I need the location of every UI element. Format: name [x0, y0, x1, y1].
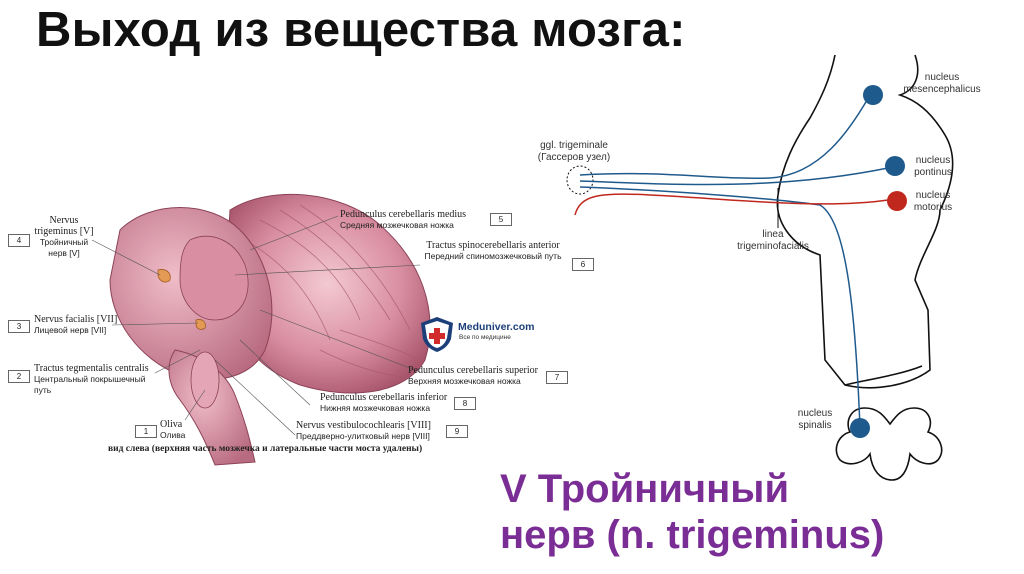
label-latin: Pedunculus cerebellaris medius	[340, 209, 467, 220]
label-latin: Tractus tegmentalis centralis	[34, 363, 149, 374]
label-russian: Преддверно-улитковый нерв [VIII]	[296, 431, 430, 441]
watermark-name: Meduniver.com	[458, 321, 535, 333]
label-ped-inferior: Pedunculus cerebellaris inferior Нижняя …	[320, 392, 447, 414]
nucleus-spinalis-dot	[850, 418, 870, 438]
label-latin: Nervus facialis [VII]	[34, 314, 118, 325]
label-number: 8	[454, 397, 476, 410]
label-russian: Лицевой нерв [VII]	[34, 325, 107, 335]
label-tegmentalis: Tractus tegmentalis centralis Центральны…	[34, 363, 159, 396]
label-spinalis: nucleus spinalis	[797, 408, 833, 431]
nucleus-pontinus-dot	[885, 156, 905, 176]
brainstem-illustration	[91, 193, 431, 466]
slide-title: Выход из вещества мозга:	[36, 3, 686, 57]
label-linea: linea trigeminofacialis	[737, 229, 809, 252]
label-latin: Oliva	[160, 419, 183, 430]
label-trigeminus: Nervus trigeminus [V] Тройничный нерв [V…	[34, 215, 94, 259]
label-russian: Тройничный нерв [V]	[39, 237, 89, 258]
label-latin: Pedunculus cerebellaris inferior	[320, 392, 448, 403]
label-russian: Верхняя мозжечковая ножка	[408, 376, 521, 386]
meduniver-shield-icon	[421, 317, 453, 352]
trigeminal-nuclei-schema	[566, 54, 954, 481]
label-russian: Нижняя мозжечковая ножка	[320, 403, 431, 413]
label-number: 9	[446, 425, 468, 438]
label-number: 4	[8, 234, 30, 247]
medulla-shape	[168, 349, 256, 466]
figure-caption: вид слева (верхняя часть мозжечка и лате…	[108, 444, 423, 454]
label-pontinus: nucleus pontinus	[914, 155, 952, 178]
watermark-tagline: Все по медицине	[459, 334, 511, 341]
label-vestibulocochlearis: Nervus vestibulocochlearis [VIII] Преддв…	[296, 420, 431, 442]
label-russian: Центральный покрышечный путь	[34, 374, 146, 395]
nucleus-motorius-dot	[887, 191, 907, 211]
label-oliva: Oliva Олива	[160, 419, 185, 441]
label-ganglion: ggl. trigeminale (Гассеров узел)	[537, 140, 611, 163]
label-russian: Передний спиномозжечковый путь	[424, 251, 562, 261]
ganglion-trigeminale	[566, 165, 594, 195]
label-number: 2	[8, 370, 30, 383]
label-number: 5	[490, 213, 512, 226]
brainstem-outline	[776, 54, 954, 389]
label-spinocerebellaris: Tractus spinocerebellaris anterior Перед…	[418, 240, 568, 262]
label-latin: Nervus vestibulocochlearis [VIII]	[296, 420, 431, 431]
label-russian: Олива	[160, 430, 186, 440]
nerve-title: V Тройничный нерв (n. trigeminus)	[500, 466, 884, 558]
nucleus-mesencephalicus-dot	[863, 85, 883, 105]
label-russian: Средняя мозжечковая ножка	[340, 220, 454, 230]
label-number: 3	[8, 320, 30, 333]
label-latin: Pedunculus cerebellaris superior	[408, 365, 538, 376]
nerve-title-line1: V Тройничный	[500, 467, 790, 511]
label-latin: Nervus trigeminus [V]	[34, 215, 94, 237]
label-facialis: Nervus facialis [VII] Лицевой нерв [VII]	[34, 314, 117, 336]
label-motorius: nucleus motorius	[913, 190, 953, 213]
spinal-cord-outline	[835, 407, 943, 481]
label-latin: Tractus spinocerebellaris anterior	[426, 240, 560, 251]
label-number: 7	[546, 371, 568, 384]
label-ped-superior: Pedunculus cerebellaris superior Верхняя…	[408, 365, 538, 387]
label-mesencephalicus: nucleus mesencephalicus	[903, 72, 981, 95]
label-ped-medius: Pedunculus cerebellaris medius Средняя м…	[340, 209, 466, 231]
nerve-title-line2: нерв (n. trigeminus)	[500, 513, 885, 557]
label-number: 6	[572, 258, 594, 271]
label-number: 1	[135, 425, 157, 438]
